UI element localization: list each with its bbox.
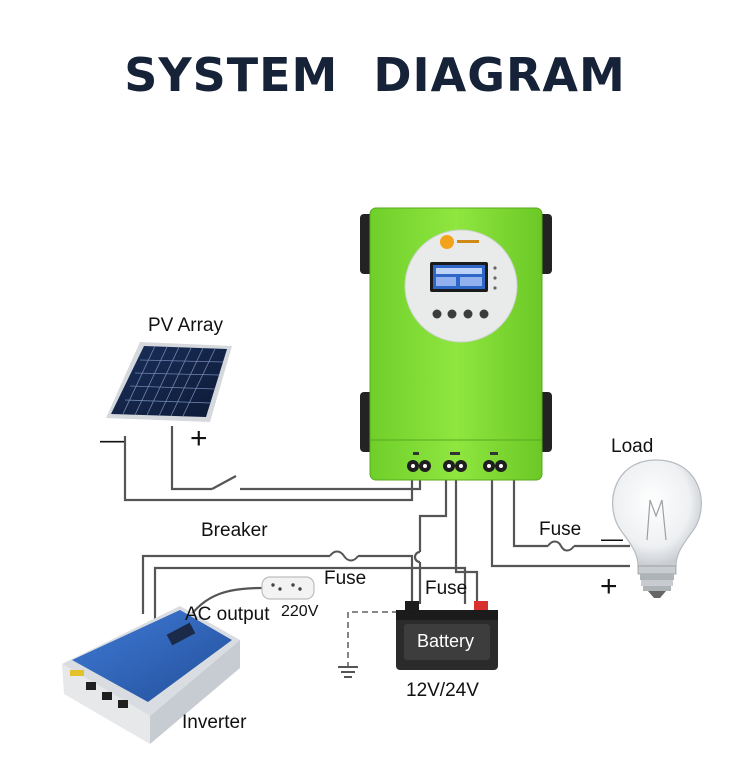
fuse-ac-icon <box>329 550 359 562</box>
load-plus-label: + <box>600 570 618 603</box>
power-socket-icon <box>261 576 315 600</box>
battery-label: Battery <box>417 631 474 651</box>
charge-controller-icon <box>360 207 552 481</box>
pv-plus-label: + <box>190 422 208 455</box>
breaker-switch <box>211 475 237 490</box>
load-positive-wire <box>512 472 630 548</box>
battery-voltage-label: 12V/24V <box>406 680 479 701</box>
ground-wire <box>347 611 398 666</box>
inverter-icon <box>62 606 240 744</box>
inverter-battery-wire-2 <box>153 566 467 620</box>
fuse-load-icon <box>547 540 575 552</box>
breaker-label: Breaker <box>201 520 268 541</box>
light-bulb-icon <box>611 459 702 598</box>
wiring <box>123 426 630 678</box>
battery-negative-hop <box>413 550 421 564</box>
page-title: SYSTEM DIAGRAM <box>124 48 626 102</box>
solar-panel-icon <box>106 342 232 422</box>
pv-negative-wire <box>123 436 414 502</box>
battery-positive-wire <box>454 472 479 604</box>
pv-minus-label: — <box>100 427 124 454</box>
fuse-ac-label: Fuse <box>324 568 366 589</box>
inverter-label: Inverter <box>182 712 247 733</box>
battery-icon <box>396 601 498 670</box>
ac-output-label: AC output <box>185 604 270 625</box>
load-minus-label: — <box>601 526 623 551</box>
ac-voltage-label: 220V <box>281 603 319 620</box>
ground-icon <box>338 666 358 678</box>
pv-array-label: PV Array <box>148 315 223 336</box>
fuse-battery-label: Fuse <box>425 578 467 599</box>
inverter-battery-wire-1 <box>141 554 414 614</box>
load-negative-wire <box>490 472 630 568</box>
load-label: Load <box>611 436 653 457</box>
fuse-load-label: Fuse <box>539 519 581 540</box>
